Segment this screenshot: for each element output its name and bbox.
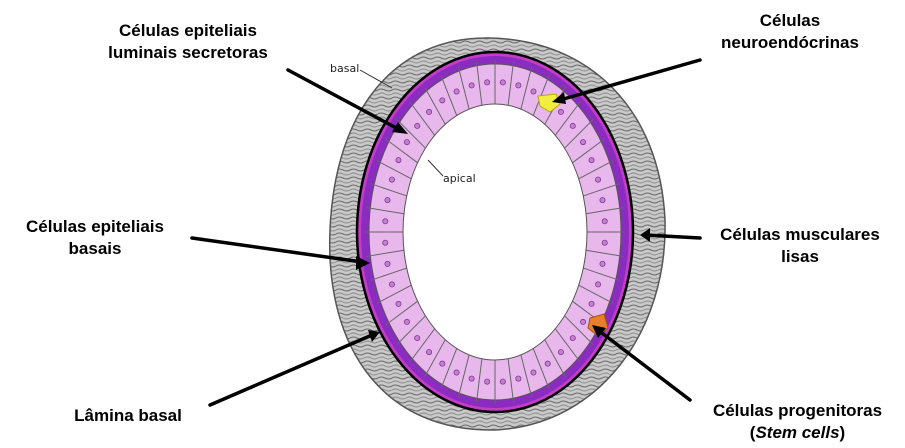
nucleus [440, 361, 445, 366]
nucleus [454, 370, 459, 375]
nucleus [469, 83, 474, 88]
nucleus [396, 301, 401, 306]
nucleus [589, 301, 594, 306]
nucleus [558, 349, 563, 354]
paren-close: ) [840, 423, 846, 442]
nucleus [426, 349, 431, 354]
nucleus [485, 80, 490, 85]
nucleus [383, 219, 388, 224]
label-neuro-line2: neuroendócrinas [690, 32, 890, 54]
nucleus [516, 376, 521, 381]
nucleus [531, 89, 536, 94]
nucleus [385, 261, 390, 266]
nucleus [404, 140, 409, 145]
label-smooth-line2: lisas [700, 246, 900, 268]
label-progenitor-line2: (Stem cells) [690, 422, 905, 444]
label-progenitor: Células progenitoras (Stem cells) [690, 400, 905, 444]
label-smooth-muscle: Células musculares lisas [700, 224, 900, 268]
label-neuroendocrine: Células neuroendócrinas [690, 10, 890, 54]
nucleus [545, 361, 550, 366]
arrow-lamina [210, 335, 372, 405]
nucleus [595, 282, 600, 287]
nucleus [415, 123, 420, 128]
nucleus [500, 80, 505, 85]
lumen [403, 104, 587, 360]
label-lamina-text: Lâmina basal [48, 405, 208, 427]
label-progenitor-line1: Células progenitoras [690, 400, 905, 422]
label-basal-line2: basais [0, 238, 190, 260]
nucleus [602, 219, 607, 224]
nucleus [469, 376, 474, 381]
nucleus [595, 177, 600, 182]
nucleus [558, 109, 563, 114]
nucleus [440, 98, 445, 103]
basal-small-label: basal [330, 62, 359, 75]
nucleus [383, 240, 388, 245]
nucleus [415, 335, 420, 340]
label-neuro-line1: Células [690, 10, 890, 32]
nucleus [426, 109, 431, 114]
label-smooth-line1: Células musculares [700, 224, 900, 246]
nucleus [580, 319, 585, 324]
nucleus [389, 282, 394, 287]
apical-small-label: apical [443, 172, 476, 185]
nucleus [389, 177, 394, 182]
nucleus [600, 261, 605, 266]
nucleus [404, 319, 409, 324]
nucleus [516, 83, 521, 88]
nucleus [570, 123, 575, 128]
nucleus [589, 158, 594, 163]
nucleus [531, 370, 536, 375]
nucleus [500, 379, 505, 384]
label-luminal-line1: Células epiteliais [68, 20, 308, 42]
stem-cells-text: Stem cells [755, 423, 839, 442]
label-basal-lamina: Lâmina basal [48, 405, 208, 427]
nucleus [600, 198, 605, 203]
label-basal-line1: Células epiteliais [0, 216, 190, 238]
label-luminal-secretory: Células epiteliais luminais secretoras [68, 20, 308, 64]
nucleus [570, 335, 575, 340]
nucleus [454, 89, 459, 94]
label-luminal-line2: luminais secretoras [68, 42, 308, 64]
nucleus [602, 240, 607, 245]
nucleus [385, 198, 390, 203]
label-basal-epithelial: Células epiteliais basais [0, 216, 190, 260]
nucleus [580, 140, 585, 145]
nucleus [396, 158, 401, 163]
nucleus [485, 379, 490, 384]
